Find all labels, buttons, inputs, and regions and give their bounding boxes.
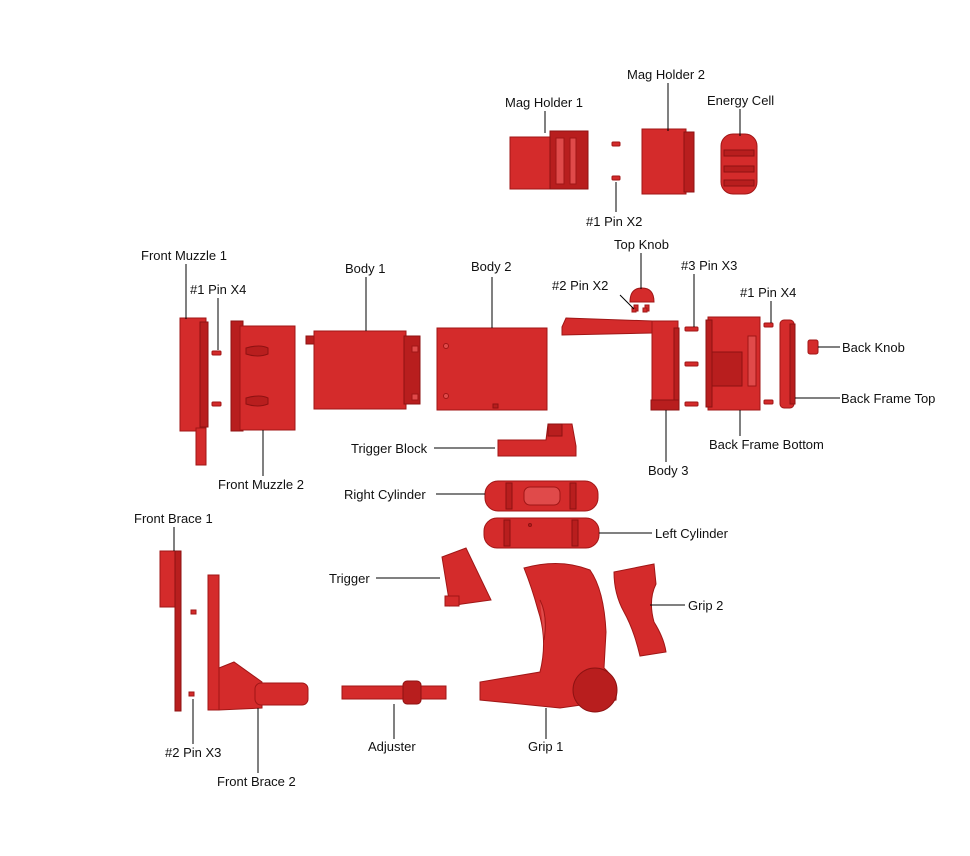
pin-1-x4-front: [211, 350, 222, 407]
label-top-knob: Top Knob: [614, 237, 669, 252]
leader-lines: [173, 83, 840, 773]
label-energy-cell: Energy Cell: [707, 93, 775, 108]
pin-2-x3: [188, 609, 197, 697]
label-body-3: Body 3: [648, 463, 689, 478]
label-back-frame-bottom: Back Frame Bottom: [709, 437, 824, 452]
pin-3-x3: [684, 326, 699, 407]
label-trigger: Trigger: [329, 571, 370, 586]
label-pin-1-x2: #1 Pin X2: [586, 214, 643, 229]
energy-cell: [720, 133, 758, 195]
label-body-1: Body 1: [345, 261, 386, 276]
body-3: [561, 317, 680, 411]
label-pin-1-x4-front: #1 Pin X4: [190, 282, 247, 297]
pin-1-x2: [611, 141, 621, 181]
label-front-brace-1: Front Brace 1: [134, 511, 213, 526]
label-front-muzzle-1: Front Muzzle 1: [141, 248, 227, 263]
front-brace-2: [207, 574, 309, 711]
left-cylinder: [483, 517, 600, 549]
front-muzzle-1: [179, 317, 209, 466]
mag-holder-2: [641, 128, 695, 195]
back-frame-bottom: [705, 316, 761, 411]
label-back-knob: Back Knob: [842, 340, 905, 355]
mag-holder-1: [509, 130, 589, 190]
pin-1-x4-back: [763, 322, 774, 405]
label-left-cylinder: Left Cylinder: [655, 526, 728, 541]
label-mag-holder-2: Mag Holder 2: [627, 67, 706, 82]
trigger-block: [497, 423, 577, 457]
label-grip-2: Grip 2: [688, 598, 724, 613]
label-trigger-block: Trigger Block: [351, 441, 428, 456]
back-frame-top: [779, 319, 796, 409]
label-right-cylinder: Right Cylinder: [344, 487, 426, 502]
label-pin-2-x3: #2 Pin X3: [165, 745, 222, 760]
grip-1: [479, 562, 618, 713]
label-pin-3-x3: #3 Pin X3: [681, 258, 738, 273]
front-muzzle-2: [230, 320, 296, 432]
label-adjuster: Adjuster: [368, 739, 416, 754]
label-pin-2-x2: #2 Pin X2: [552, 278, 609, 293]
label-back-frame-top: Back Frame Top: [841, 391, 936, 406]
right-cylinder: [484, 480, 599, 512]
label-mag-holder-1: Mag Holder 1: [505, 95, 584, 110]
top-knob: [629, 287, 655, 312]
back-knob: [807, 339, 819, 355]
body-2: [436, 327, 548, 411]
body-1: [305, 330, 421, 410]
front-brace-1: [159, 550, 182, 712]
label-body-2: Body 2: [471, 259, 512, 274]
label-pin-1-x4-back: #1 Pin X4: [740, 285, 797, 300]
label-front-brace-2: Front Brace 2: [217, 774, 296, 789]
trigger: [441, 547, 492, 607]
label-front-muzzle-2: Front Muzzle 2: [218, 477, 304, 492]
grip-2: [613, 563, 667, 657]
pin-2-x2: [631, 307, 648, 313]
adjuster: [341, 680, 447, 705]
label-grip-1: Grip 1: [528, 739, 564, 754]
